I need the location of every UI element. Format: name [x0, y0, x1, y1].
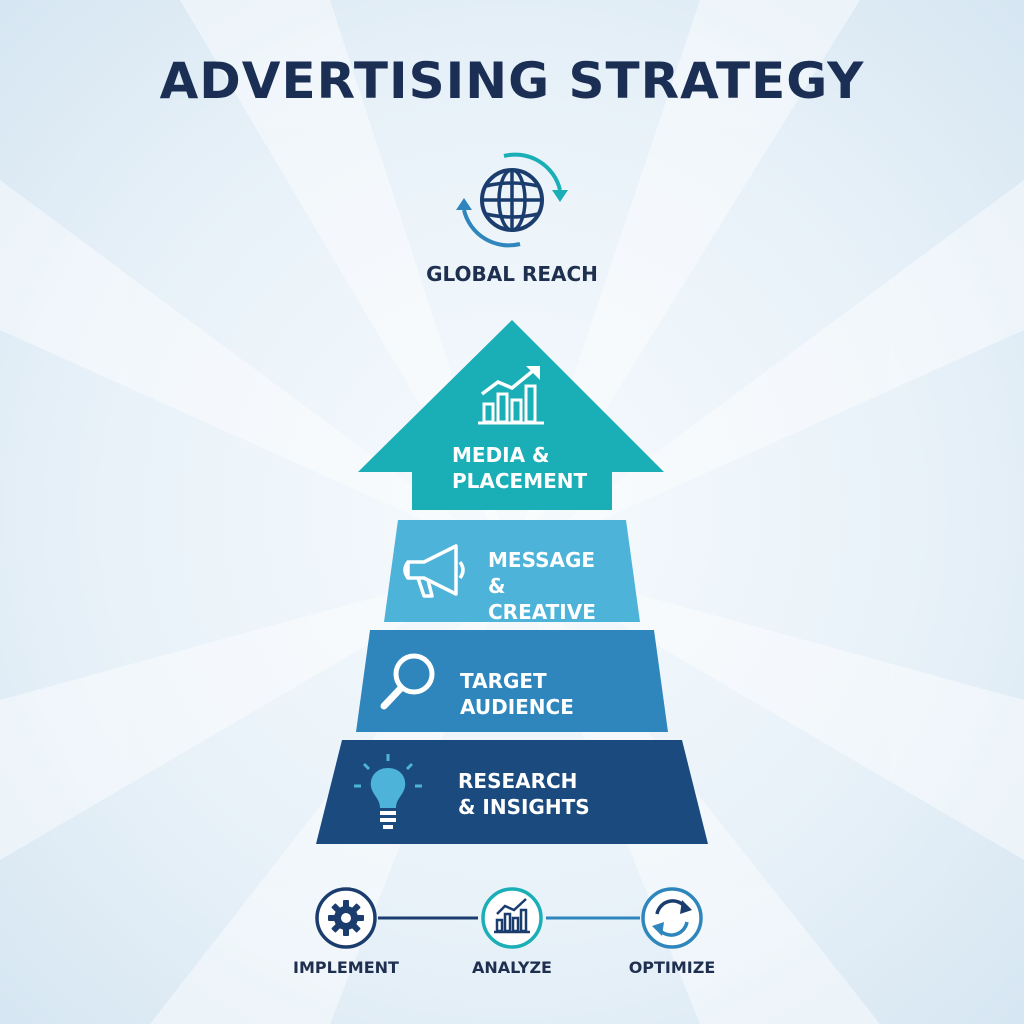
globe-cycle-icon [452, 150, 572, 250]
level-media-line1: MEDIA & [452, 443, 550, 467]
level-target-label: TARGET AUDIENCE [460, 668, 660, 720]
gear-icon [315, 887, 377, 949]
page-title: ADVERTISING STRATEGY [159, 52, 865, 110]
step-optimize-label: OPTIMIZE [628, 958, 716, 977]
bar-chart-icon [481, 887, 543, 949]
growth-chart-icon [476, 364, 546, 430]
level-research-shape [316, 740, 708, 844]
level-message-label: MESSAGE & CREATIVE [488, 547, 618, 625]
level-media-label: MEDIA & PLACEMENT [452, 442, 588, 494]
level-target-shape [356, 630, 668, 732]
level-research-line2: & INSIGHTS [458, 795, 590, 819]
global-reach-label: GLOBAL REACH [426, 262, 598, 286]
level-target-line1: TARGET AUDIENCE [460, 669, 574, 719]
megaphone-icon [400, 540, 472, 608]
step-analyze-label: ANALYZE [472, 958, 552, 977]
level-research-label: RESEARCH & INSIGHTS [458, 768, 618, 820]
magnifier-icon [376, 648, 442, 718]
level-media-line2: PLACEMENT [452, 469, 588, 493]
level-message-line2: CREATIVE [488, 600, 596, 624]
refresh-icon [641, 887, 703, 949]
lightbulb-icon [350, 752, 426, 838]
level-message-line1: MESSAGE & [488, 548, 596, 598]
level-research-line1: RESEARCH [458, 769, 578, 793]
step-implement-label: IMPLEMENT [293, 958, 399, 977]
level-message-shape [384, 520, 640, 622]
